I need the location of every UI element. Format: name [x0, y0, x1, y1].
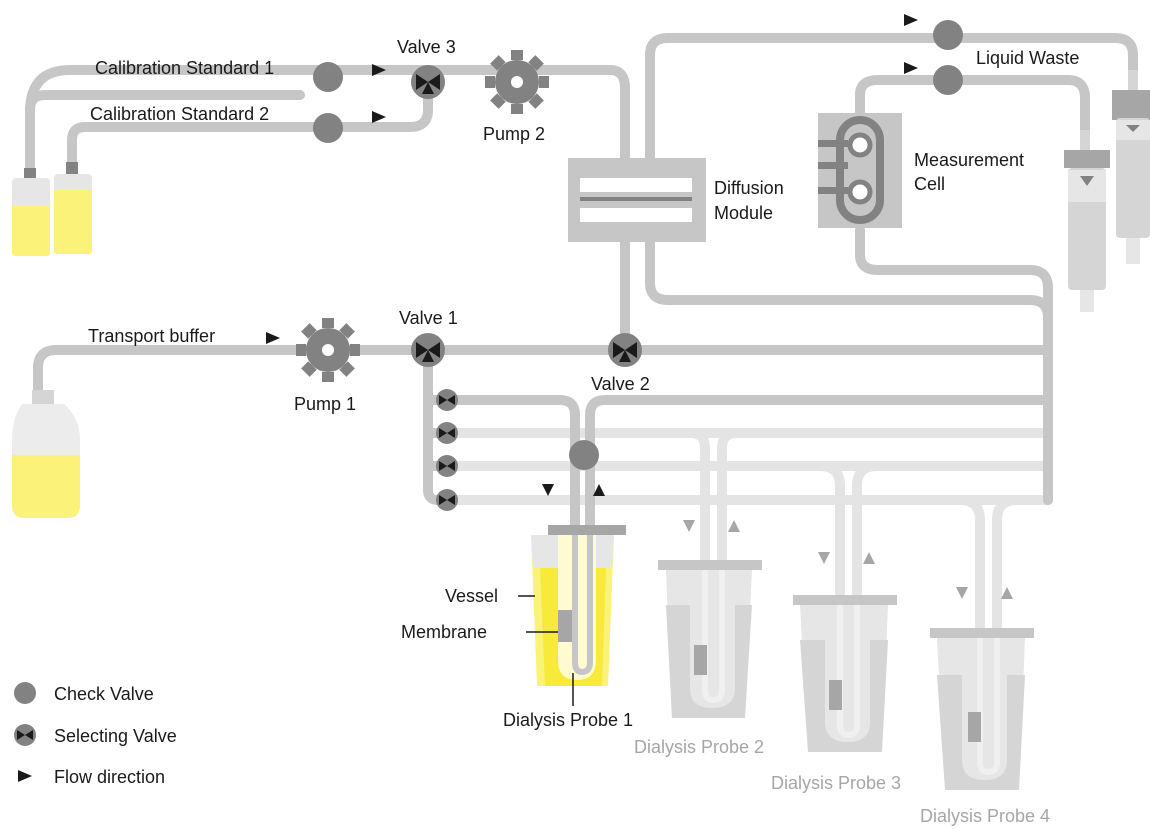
- check-valves: [313, 20, 963, 470]
- dialysis-probe-1-label: Dialysis Probe 1: [503, 710, 633, 730]
- calibration-bottle-2: [54, 162, 92, 254]
- dialysis-probe-3-label: Dialysis Probe 3: [771, 773, 901, 793]
- diffusion-module: [568, 158, 706, 242]
- check-valve-legend-icon: [14, 682, 36, 704]
- legend-check-valve-label: Check Valve: [54, 684, 154, 704]
- transport-buffer-label: Transport buffer: [88, 326, 215, 346]
- diffusion-module-label-line1: Diffusion: [714, 178, 784, 198]
- flow-direction-legend-icon: [18, 770, 32, 782]
- pump-2-label: Pump 2: [483, 124, 545, 144]
- measurement-cell: [818, 113, 902, 228]
- selecting-valve-legend-icon: [14, 724, 36, 746]
- pump-2-icon: [485, 50, 549, 114]
- measurement-cell-label-line1: Measurement: [914, 150, 1024, 170]
- dialysis-probe-4-label: Dialysis Probe 4: [920, 806, 1050, 826]
- legend-flow-direction-label: Flow direction: [54, 767, 165, 787]
- flow-arrows: [266, 14, 1013, 599]
- dialysis-probe-2-label: Dialysis Probe 2: [634, 737, 764, 757]
- legend: Check Valve Selecting Valve Flow directi…: [14, 682, 177, 787]
- selecting-valves: [411, 65, 642, 511]
- valve-1-label: Valve 1: [399, 308, 458, 328]
- diffusion-module-label-line2: Module: [714, 203, 773, 223]
- vessel-probe-3: [793, 595, 897, 752]
- measurement-cell-label-line2: Cell: [914, 174, 945, 194]
- leader-lines: [518, 595, 574, 706]
- pump-1-label: Pump 1: [294, 394, 356, 414]
- vessel-probe-2: [658, 560, 762, 718]
- transport-buffer-bottle: [12, 390, 80, 518]
- pump-1-icon: [296, 318, 360, 382]
- vessel-probe-4: [930, 628, 1034, 790]
- inactive-pipes: [442, 428, 1053, 735]
- legend-selecting-valve-label: Selecting Valve: [54, 726, 177, 746]
- vessel-label: Vessel: [445, 586, 498, 606]
- valve-3-label: Valve 3: [397, 37, 456, 57]
- valve-2-label: Valve 2: [591, 374, 650, 394]
- calibration-standard-1-label: Calibration Standard 1: [95, 58, 274, 78]
- liquid-waste-label: Liquid Waste: [976, 48, 1079, 68]
- vessel-probe-1: [531, 525, 626, 686]
- calibration-bottle-1: [12, 168, 50, 256]
- waste-syringe-2: [1064, 130, 1110, 312]
- waste-syringe-1: [1112, 70, 1150, 264]
- calibration-standard-2-label: Calibration Standard 2: [90, 104, 269, 124]
- membrane-label: Membrane: [401, 622, 487, 642]
